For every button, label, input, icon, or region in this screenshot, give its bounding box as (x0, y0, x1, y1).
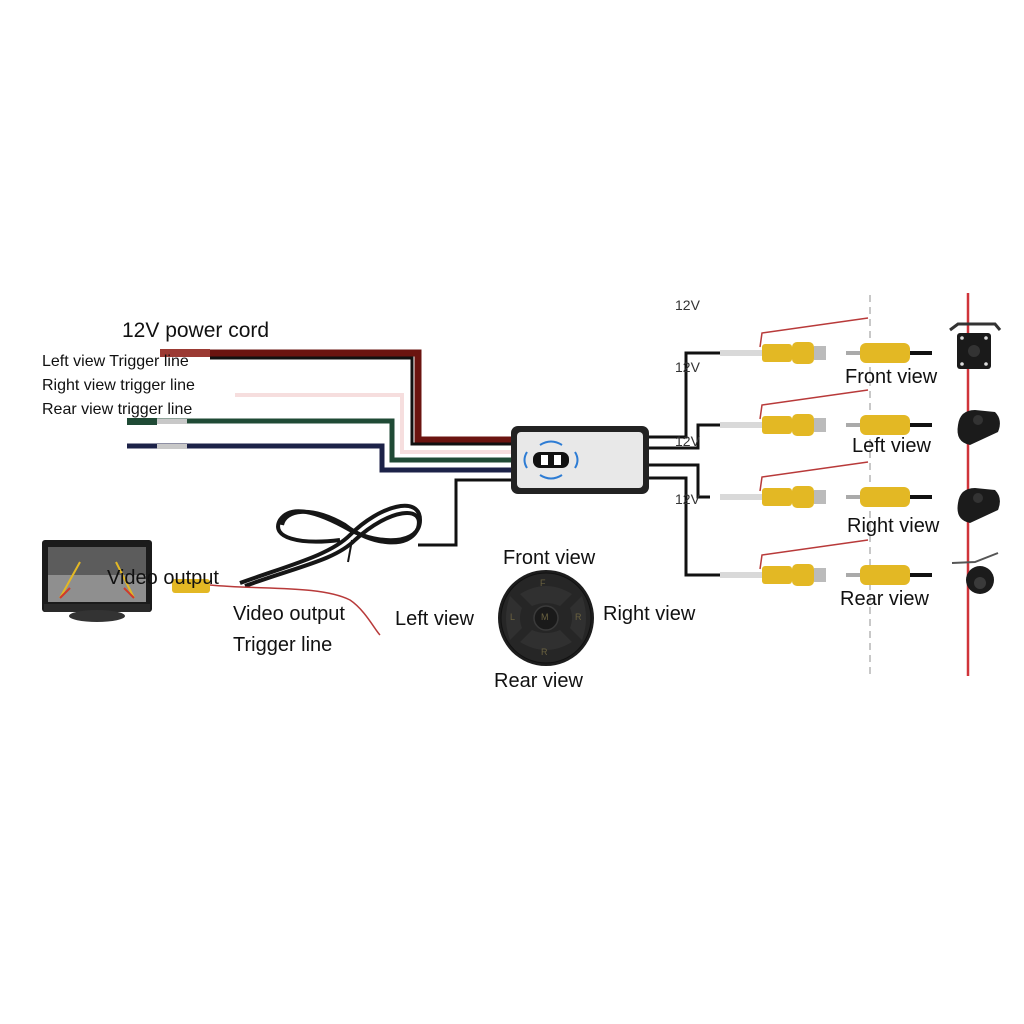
video-output-label: Video output (233, 603, 345, 625)
rca-male-pin (846, 495, 860, 499)
video-output-wire (418, 478, 512, 547)
camera-rear (951, 552, 999, 594)
rca-male-body (860, 343, 910, 363)
monitor (42, 540, 152, 622)
rca-male-pin (846, 351, 860, 355)
camera-cable (910, 495, 932, 499)
trigger-lead (759, 461, 869, 492)
coiled-video-cable (239, 503, 423, 588)
power-cord-label: 12V power cord (122, 319, 270, 342)
rca-male-body (860, 565, 910, 585)
cable-sheath (720, 494, 762, 500)
trigger-line-label: Trigger line (233, 634, 333, 656)
cable-sheath (720, 422, 762, 428)
control-box (511, 426, 649, 494)
trigger-lead (759, 389, 869, 420)
rca-male-pin (846, 573, 860, 577)
output-wires (649, 351, 720, 577)
rca-female-tip (814, 346, 826, 360)
rca-female-body (762, 566, 792, 584)
pink-trigger-wire (235, 393, 512, 454)
voltage-label: 12V (675, 491, 700, 507)
trigger-lead (759, 317, 869, 348)
controller-left-label: Left view (395, 608, 474, 630)
rca-female-head (792, 414, 814, 436)
rca-female-tip (814, 418, 826, 432)
rca-male-pin (846, 423, 860, 427)
controller-right-label: Right view (603, 603, 696, 625)
rca-female-tip (814, 490, 826, 504)
rca-row-square-led-camera (720, 317, 932, 364)
controller-remote (498, 570, 594, 666)
rca-female-head (792, 564, 814, 586)
button-right[interactable]: R (575, 612, 582, 622)
rca-female-head (792, 486, 814, 508)
green-trigger-wire (127, 418, 512, 463)
rca-row-bracket-dome-camera (720, 539, 932, 586)
rca-female-body (762, 488, 792, 506)
left-trigger-label: Left view Trigger line (42, 353, 189, 370)
camera-label-left: Left view (852, 435, 931, 457)
camera-label-front: Front view (845, 366, 938, 388)
camera-cable (910, 573, 932, 577)
camera-front (949, 322, 1002, 369)
cable-sheath (720, 572, 762, 578)
button-left[interactable]: L (510, 612, 516, 622)
rca-female-tip (814, 568, 826, 582)
video-output-inline-label: Video output (107, 567, 219, 589)
voltage-label: 12V (675, 359, 700, 375)
monitor-rca-connector (172, 579, 210, 593)
video-trigger-wire (209, 584, 381, 636)
voltage-label: 12V (675, 297, 700, 313)
rca-female-body (762, 344, 792, 362)
camera-cable (910, 351, 932, 355)
blue-trigger-wire (127, 443, 512, 473)
rca-male-body (860, 415, 910, 435)
cable-sheath (720, 350, 762, 356)
rca-row-flush-mount-camera (720, 389, 932, 436)
right-trigger-label: Right view trigger line (42, 377, 195, 394)
button-front[interactable]: F (540, 578, 546, 588)
camera-cable (910, 423, 932, 427)
camera-left (957, 410, 1000, 445)
trigger-lead (759, 539, 869, 570)
rca-male-body (860, 487, 910, 507)
controller-rear-label: Rear view (494, 670, 583, 692)
button-mode[interactable]: M (541, 612, 549, 622)
rear-trigger-label: Rear view trigger line (42, 401, 193, 418)
rca-female-head (792, 342, 814, 364)
button-rear[interactable]: R (541, 647, 548, 657)
power-wire (160, 349, 512, 446)
camera-label-right: Right view (847, 515, 940, 537)
rca-female-body (762, 416, 792, 434)
car-sensor-icon (523, 440, 579, 480)
rca-row-flush-mount-camera (720, 461, 932, 508)
voltage-label: 12V (675, 433, 700, 449)
camera-right (957, 488, 1000, 523)
camera-label-rear: Rear view (840, 588, 929, 610)
controller-front-label: Front view (503, 547, 596, 569)
